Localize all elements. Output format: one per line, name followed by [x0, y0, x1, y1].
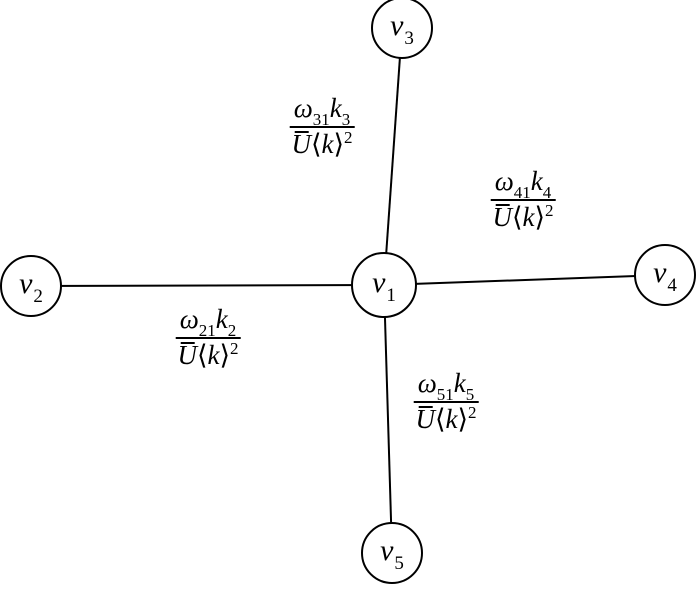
- node-v4-circle: [634, 244, 696, 306]
- node-v3-circle: [371, 0, 433, 59]
- fraction-denominator: U⟨k⟩2: [177, 339, 239, 370]
- fraction-numerator: ω41k4: [490, 168, 556, 201]
- fraction-denominator: U⟨k⟩2: [492, 201, 554, 232]
- edge-v1-v4: [383, 274, 666, 286]
- fraction-numerator: ω51k5: [413, 370, 479, 403]
- edge-weight-v1-v3: ω31k3 U⟨k⟩2: [289, 95, 355, 159]
- edge-v1-v3: [383, 27, 403, 286]
- edge-v1-v2: [30, 284, 385, 287]
- fraction-denominator: U⟨k⟩2: [291, 128, 353, 159]
- edge-weight-v1-v2: ω21k2 U⟨k⟩2: [175, 306, 241, 370]
- node-v4-label: v4: [653, 256, 677, 296]
- fraction-numerator: ω31k3: [289, 95, 355, 128]
- fraction-denominator: U⟨k⟩2: [415, 403, 477, 434]
- node-v5-label: v5: [380, 534, 404, 574]
- edge-v1-v5: [383, 284, 393, 554]
- node-v2-circle: [0, 255, 62, 317]
- edge-weight-v1-v4: ω41k4 U⟨k⟩2: [490, 168, 556, 232]
- fraction-numerator: ω21k2: [175, 306, 241, 339]
- node-v1-circle: [351, 252, 417, 318]
- node-v3-label: v3: [390, 9, 414, 49]
- node-v2-label: v2: [19, 267, 43, 307]
- node-v1-label: v1: [372, 266, 396, 306]
- node-v5-circle: [361, 522, 423, 584]
- edge-weight-v1-v5: ω51k5 U⟨k⟩2: [413, 370, 479, 434]
